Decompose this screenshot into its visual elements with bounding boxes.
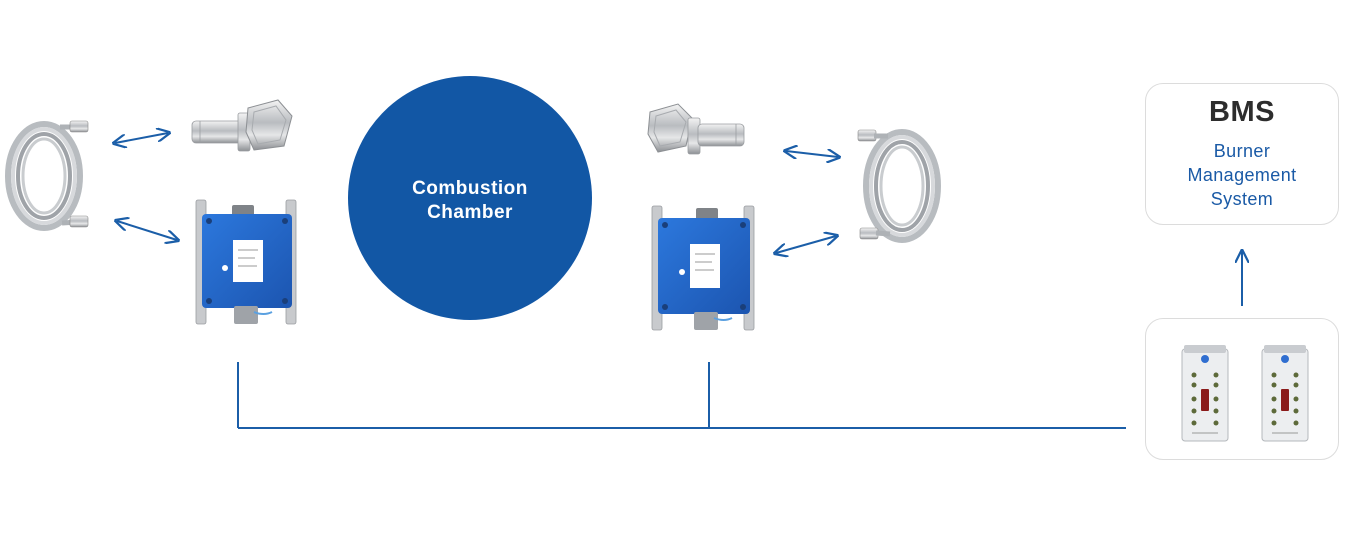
lens-fitting-icon	[648, 104, 744, 154]
bms-panel: BMS Burner Management System	[1145, 83, 1339, 225]
fiber-optic-cable-coil-icon	[858, 130, 938, 240]
amplifier-module-left	[1182, 345, 1228, 441]
flame-sensor-box-icon	[652, 206, 754, 330]
amplifier-module-right	[1262, 345, 1308, 441]
double-arrow-icon	[115, 133, 168, 143]
double-arrow-icon	[117, 221, 177, 240]
amplifier-module-icon	[1146, 319, 1340, 461]
combustion-chamber: Combustion Chamber	[348, 76, 592, 320]
bms-title: BMS	[1146, 96, 1338, 129]
double-arrow-icon	[776, 236, 836, 253]
bms-subtitle: Burner Management System	[1146, 139, 1338, 211]
fiber-optic-cable-coil-icon	[8, 121, 88, 228]
amplifier-panel	[1145, 318, 1339, 460]
signal-bus-lines	[238, 362, 1126, 428]
flame-sensor-box-icon	[196, 200, 296, 324]
combustion-chamber-label: Combustion Chamber	[385, 177, 555, 225]
lens-fitting-icon	[192, 100, 292, 151]
double-arrow-icon	[786, 151, 838, 157]
